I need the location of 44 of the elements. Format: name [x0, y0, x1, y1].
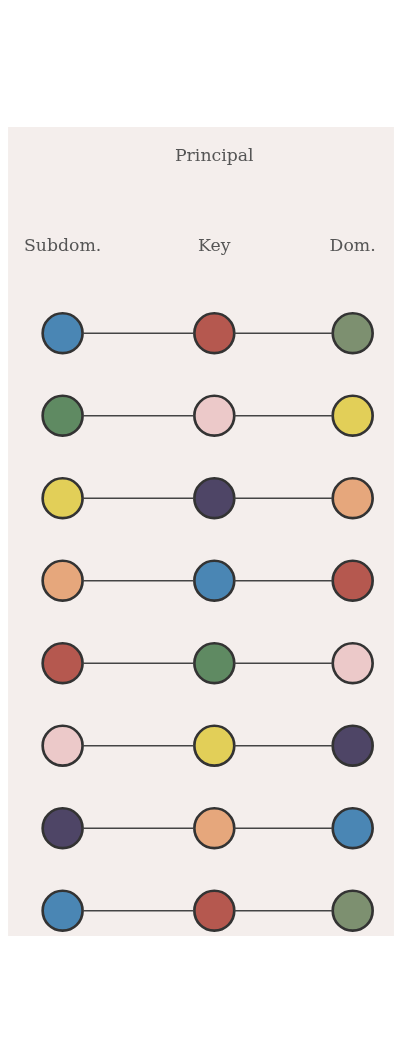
- label: Dom.: [329, 235, 376, 256]
- connector: [81, 414, 196, 417]
- node-circle: [41, 889, 84, 932]
- node-circle: [41, 641, 84, 685]
- connector: [81, 909, 196, 912]
- label: Key: [198, 235, 231, 256]
- node-circle: [41, 311, 84, 355]
- connector: [233, 662, 334, 665]
- connector: [233, 909, 334, 912]
- node-circle: [331, 311, 374, 355]
- node-circle: [193, 559, 236, 603]
- node-circle: [41, 724, 84, 767]
- node-circle: [41, 476, 84, 520]
- connector: [81, 744, 196, 747]
- connector: [233, 827, 334, 829]
- connector: [233, 332, 334, 335]
- node-circle: [193, 476, 236, 520]
- connector: [81, 579, 196, 582]
- connector: [233, 414, 334, 417]
- node-circle: [193, 724, 236, 767]
- connector: [81, 827, 196, 829]
- node-circle: [331, 806, 374, 850]
- connector: [233, 497, 334, 500]
- node-circle: [41, 806, 84, 850]
- node-circle: [193, 806, 236, 850]
- connector: [81, 497, 196, 500]
- node-circle: [193, 641, 236, 685]
- node-circle: [41, 394, 84, 438]
- node-circle: [193, 889, 236, 932]
- node-circle: [193, 311, 236, 355]
- connector: [233, 744, 334, 747]
- node-circle: [331, 724, 374, 767]
- node-circle: [331, 889, 374, 932]
- label: Principal: [174, 144, 254, 165]
- connector: [81, 332, 196, 335]
- connector: [233, 579, 334, 582]
- node-circle: [331, 394, 374, 438]
- label: Subdom.: [23, 235, 102, 256]
- node-circle: [331, 476, 374, 520]
- node-circle: [331, 641, 374, 685]
- connector: [81, 662, 196, 665]
- node-circle: [331, 559, 374, 603]
- node-circle: [41, 559, 84, 603]
- node-circle: [193, 394, 236, 438]
